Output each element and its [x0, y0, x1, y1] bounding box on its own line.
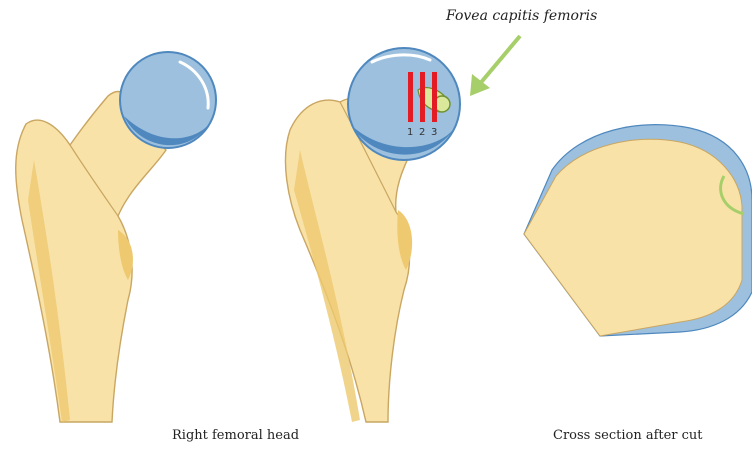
cut-number-2: 2 [419, 127, 425, 138]
femoral-head-1 [120, 52, 216, 148]
fovea-label: Fovea capitis femoris [446, 8, 597, 24]
cut-number-3: 3 [431, 127, 437, 138]
caption-right-femoral-head: Right femoral head [172, 428, 299, 443]
caption-cross-section: Cross section after cut [553, 428, 703, 443]
femur-with-cuts: 1 2 3 [285, 48, 460, 422]
cross-section [524, 125, 752, 336]
cut-line-1 [408, 72, 413, 122]
femoral-head-2: 1 2 3 [348, 48, 460, 160]
cut-line-2 [420, 72, 425, 122]
cut-number-1: 1 [407, 127, 413, 138]
femur-right-femoral-head [16, 52, 216, 422]
cut-lines [408, 72, 437, 122]
cut-line-3 [432, 72, 437, 122]
fovea-arrow [470, 36, 520, 96]
